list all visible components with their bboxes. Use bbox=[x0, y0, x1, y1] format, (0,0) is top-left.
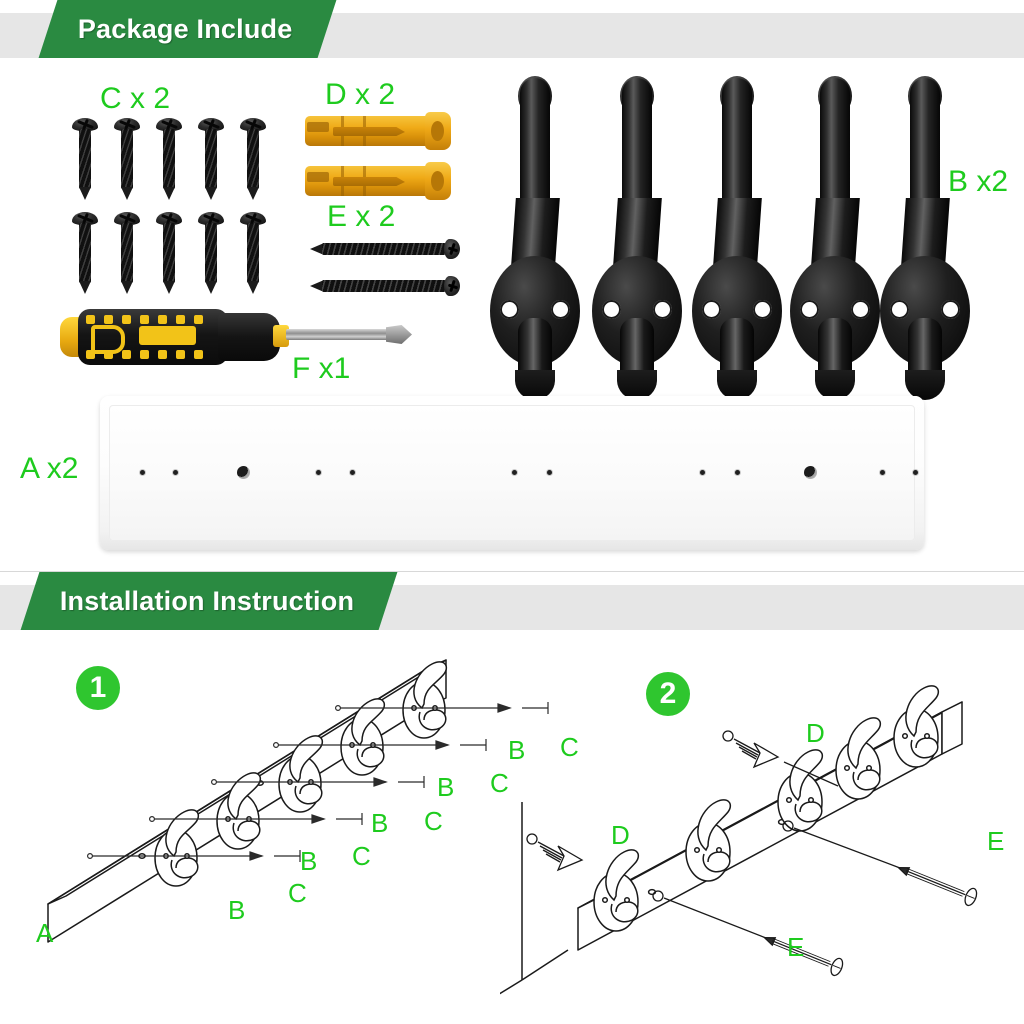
rail-hole bbox=[913, 470, 918, 475]
anchor-callout-right bbox=[722, 730, 839, 787]
step1-label-b: B bbox=[228, 895, 246, 925]
step2-label-e: E bbox=[987, 826, 1005, 856]
banner-green-tag: Installation Instruction bbox=[20, 572, 398, 630]
section-divider bbox=[0, 571, 1024, 572]
installation-instruction-title: Installation Instruction bbox=[60, 585, 355, 616]
screw-callout-center bbox=[652, 890, 844, 977]
rail-anchor-hole bbox=[237, 466, 250, 479]
rail-hole bbox=[173, 470, 178, 475]
step-1-badge: 1 bbox=[76, 666, 120, 710]
screw-c-item bbox=[240, 118, 266, 200]
screw-c-item bbox=[114, 212, 140, 294]
coat-hook-item bbox=[790, 76, 880, 400]
rail-hole bbox=[512, 470, 517, 475]
part-label-e: E x 2 bbox=[327, 200, 396, 233]
screw-c-item bbox=[72, 118, 98, 200]
part-label-c: C x 2 bbox=[100, 82, 171, 115]
part-label-d: D x 2 bbox=[325, 78, 396, 111]
part-label-f: F x1 bbox=[292, 352, 351, 385]
package-include-banner: Package Include bbox=[0, 0, 1024, 60]
screw-c-item bbox=[156, 212, 182, 294]
step2-label-e: E bbox=[787, 932, 805, 962]
step2-label-d: D bbox=[806, 718, 825, 748]
step-2-badge: 2 bbox=[646, 672, 690, 716]
part-label-a: A x2 bbox=[20, 452, 79, 485]
coat-hook-item bbox=[592, 76, 682, 400]
step1-label-c: C bbox=[490, 768, 509, 798]
coat-hook-item bbox=[880, 76, 970, 400]
screw-c-item bbox=[72, 212, 98, 294]
step-1-diagram bbox=[47, 659, 549, 943]
wall-corner bbox=[500, 802, 569, 995]
step1-label-b: B bbox=[508, 735, 526, 765]
rail-hole bbox=[547, 470, 552, 475]
step1-label-b: B bbox=[300, 846, 318, 876]
step1-label-a: A bbox=[36, 918, 54, 948]
mounting-rail bbox=[100, 396, 924, 550]
screw-c-item bbox=[198, 118, 224, 200]
rail-anchor-hole bbox=[804, 466, 817, 479]
step1-label-c: C bbox=[288, 878, 307, 908]
coat-hook-item bbox=[490, 76, 580, 400]
step2-label-d: D bbox=[611, 820, 630, 850]
step-2-diagram bbox=[500, 685, 978, 995]
wall-anchor-item bbox=[305, 110, 455, 152]
screw-c-item bbox=[156, 118, 182, 200]
screw-callout-right bbox=[782, 820, 978, 907]
part-label-b: B x2 bbox=[948, 165, 1009, 198]
rail-hole bbox=[140, 470, 145, 475]
banner-green-tag: Package Include bbox=[38, 0, 337, 58]
installation-instruction-banner: Installation Instruction bbox=[0, 572, 1024, 632]
step1-label-b: B bbox=[437, 772, 455, 802]
step1-label-b: B bbox=[371, 808, 389, 838]
step1-label-c: C bbox=[560, 732, 579, 762]
coat-hook-item bbox=[692, 76, 782, 400]
screw-e-item bbox=[310, 238, 460, 260]
step1-label-c: C bbox=[352, 841, 371, 871]
screw-e-item bbox=[310, 275, 460, 297]
rail-hole bbox=[880, 470, 885, 475]
rail-hole bbox=[316, 470, 321, 475]
screw-c-item bbox=[240, 212, 266, 294]
screw-c-item bbox=[198, 212, 224, 294]
package-include-title: Package Include bbox=[78, 13, 293, 44]
rail-hole bbox=[700, 470, 705, 475]
rail-hole bbox=[735, 470, 740, 475]
rail-hole bbox=[350, 470, 355, 475]
step1-label-c: C bbox=[424, 806, 443, 836]
wall-anchor-item bbox=[305, 160, 455, 202]
screwdriver-item bbox=[60, 303, 420, 373]
anchor-callout-left bbox=[526, 833, 584, 872]
screw-c-item bbox=[114, 118, 140, 200]
